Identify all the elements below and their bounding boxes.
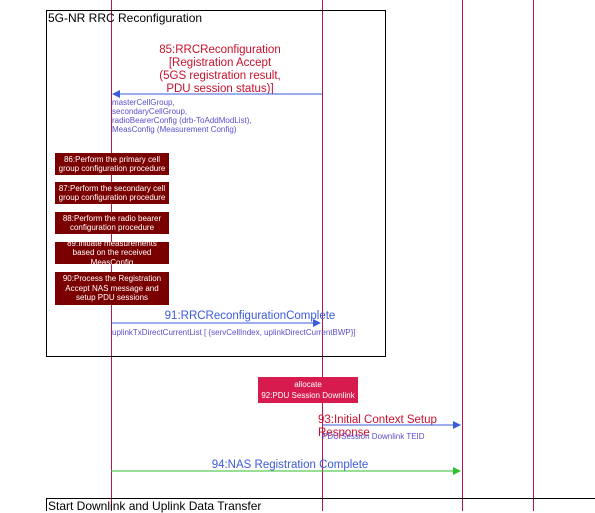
message-85-line: (5GS registration result, <box>159 70 281 82</box>
data-transfer-title: Start Downlink and Uplink Data Transfer <box>48 499 262 513</box>
procedure-box-87: 87:Perform the secondary cell group conf… <box>55 182 169 204</box>
message-85-label: 85:RRCReconfiguration [Registration Acce… <box>140 44 300 96</box>
procedure-box-88: 88:Perform the radio bearer configuratio… <box>55 212 169 234</box>
message-93-params: PDU Session Downlink TEID <box>322 432 425 441</box>
allocate-label: allocate <box>294 380 322 389</box>
lifeline-gnb <box>322 0 323 511</box>
allocate-teid-label: 92:PDU Session Downlink TEID <box>261 391 355 411</box>
message-85-param: masterCellGroup, <box>112 98 175 107</box>
message-91-params: uplinkTxDirectCurrentList [ {servCellInd… <box>112 328 356 337</box>
procedure-box-89: 89:Initiate measurements based on the re… <box>55 239 169 267</box>
lifeline-upf <box>533 0 534 511</box>
message-85-param: secondaryCellGroup, <box>112 107 188 116</box>
message-85-line: [Registration Accept <box>168 57 272 69</box>
message-93-label: 93:Initial Context Setup Response <box>318 414 437 439</box>
message-91-label: 91:RRCReconfigurationComplete <box>164 310 336 322</box>
message-94-label: 94:NAS Registration Complete <box>211 459 369 471</box>
lifeline-amf <box>462 0 463 511</box>
message-85-param: radioBearerConfig (drb-ToAddModList), <box>112 116 252 125</box>
data-transfer-frame-top <box>46 498 595 499</box>
data-transfer-frame-left <box>46 498 47 511</box>
allocate-box: allocate 92:PDU Session Downlink TEID <box>258 377 358 411</box>
frame-title: 5G-NR RRC Reconfiguration <box>48 11 203 25</box>
procedure-box-86: 86:Perform the primary cell group config… <box>55 153 169 175</box>
message-85-line: 85:RRCReconfiguration <box>159 44 281 56</box>
rrc-reconfiguration-frame <box>46 10 386 357</box>
message-85-params: masterCellGroup, secondaryCellGroup, rad… <box>112 98 312 134</box>
message-85-param: MeasConfig (Measurement Config) <box>112 125 237 134</box>
message-85-line: PDU session status)] <box>166 83 274 95</box>
procedure-box-90: 90:Process the Registration Accept NAS m… <box>55 272 169 305</box>
